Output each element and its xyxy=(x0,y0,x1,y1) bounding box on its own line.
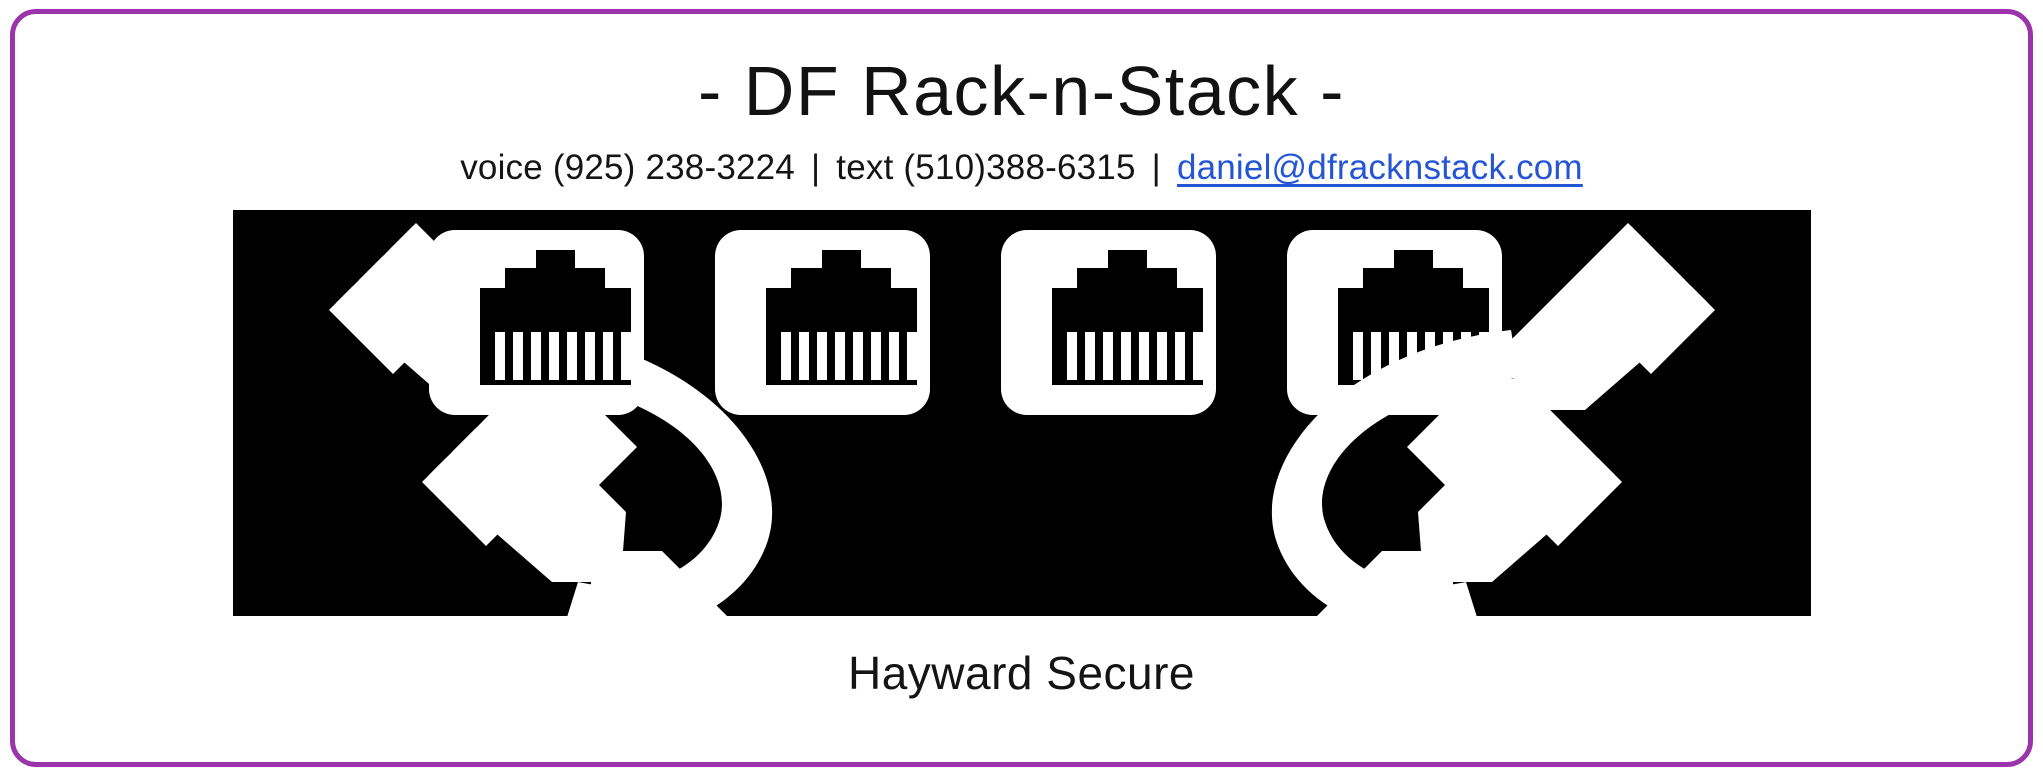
rj45-pin-slots xyxy=(494,332,631,380)
page-title: - DF Rack-n-Stack - xyxy=(698,52,1345,130)
right-upper-jacket-ribs xyxy=(1566,226,1715,374)
rj45-jack xyxy=(428,230,644,415)
rj45-pin-slots xyxy=(1066,332,1203,380)
contact-separator-1: | xyxy=(810,148,821,187)
voice-phone: voice (925) 238-3224 xyxy=(460,148,795,187)
rj45-banner-graphic xyxy=(232,210,1811,616)
rj45-pin-slots xyxy=(780,332,917,380)
text-phone: text (510)388-6315 xyxy=(836,148,1136,187)
caption-text: Hayward Secure xyxy=(847,647,1196,699)
rj45-jack xyxy=(1000,230,1216,415)
left-cable-arc-ribs xyxy=(498,468,639,604)
email-link[interactable]: daniel@dfracknstack.com xyxy=(1176,148,1583,187)
right-cable-arc-ribs xyxy=(1404,468,1545,604)
rj45-jack xyxy=(714,230,930,415)
right-cable-connector-icon xyxy=(1271,223,1715,616)
contact-separator-2: | xyxy=(1151,148,1161,187)
network-banner xyxy=(232,210,1811,616)
contact-line: voice (925) 238-3224 | text (510)388-631… xyxy=(460,148,1583,188)
